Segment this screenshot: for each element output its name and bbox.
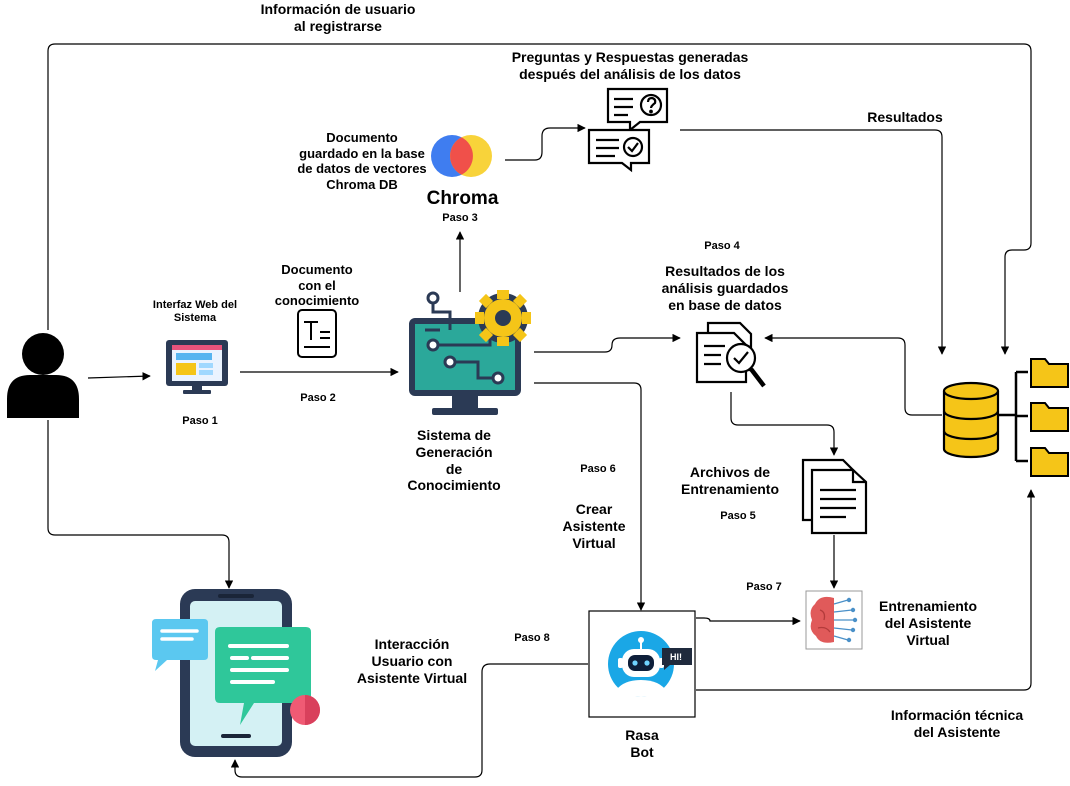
connector-rasa-to-brain xyxy=(696,616,801,626)
connector-rasa-to-phone xyxy=(230,663,588,778)
training-files-icon xyxy=(801,458,868,535)
label-user-interaction: Interacción Usuario con Asistente Virtua… xyxy=(356,636,468,686)
connector-db-to-analysis xyxy=(764,333,942,416)
label-step-5: Paso 5 xyxy=(720,510,756,522)
label-knowledge-system: Sistema de Generación de Conocimiento xyxy=(407,427,501,494)
label-step-8: Paso 8 xyxy=(514,632,550,644)
document-icon xyxy=(297,309,337,358)
label-create-assistant: Crear Asistente Virtual xyxy=(562,501,626,551)
hi-badge: HI! xyxy=(670,652,682,662)
label-qa-generated: Preguntas y Respuestas generadas después… xyxy=(511,49,749,82)
connector-analysis-to-training-files xyxy=(730,392,839,456)
knowledge-system-icon xyxy=(409,290,531,415)
database-icon xyxy=(942,381,1000,459)
mobile-chat-icon xyxy=(152,589,320,757)
connector-system-to-rasa xyxy=(534,382,646,611)
label-results: Resultados xyxy=(867,109,943,125)
label-technical-info: Información técnica del Asistente xyxy=(890,707,1024,740)
label-assistant-training: Entrenamiento del Asistente Virtual xyxy=(878,598,977,648)
label-training-files: Archivos de Entrenamiento xyxy=(680,464,779,497)
label-step-3: Paso 3 xyxy=(442,212,478,224)
label-step-4: Paso 4 xyxy=(704,240,740,252)
qa-chat-icon xyxy=(587,87,669,173)
connector-system-to-analysis xyxy=(534,333,681,353)
web-interface-icon xyxy=(166,340,228,394)
label-knowledge-document: Documento con el conocimiento xyxy=(274,262,360,309)
connector-user-to-db-registration xyxy=(47,43,1032,355)
label-web-interface: Interfaz Web del Sistema xyxy=(152,299,238,325)
label-step-2: Paso 2 xyxy=(300,392,336,404)
label-user-registration: Información de usuario al registrarse xyxy=(260,1,416,34)
label-analysis-results-saved: Resultados de los análisis guardados en … xyxy=(661,263,789,313)
label-document-saved-chroma: Documento guardado en la base de datos d… xyxy=(297,130,427,192)
folder-tree-icon xyxy=(998,358,1069,477)
connector-qa-to-db xyxy=(680,129,947,355)
connector-chroma-to-qa xyxy=(505,123,586,161)
connector-user-to-web xyxy=(87,372,151,381)
ai-brain-icon xyxy=(805,590,863,650)
label-step-1: Paso 1 xyxy=(182,415,218,427)
label-step-6: Paso 6 xyxy=(580,463,616,475)
user-icon xyxy=(7,333,79,418)
label-step-7: Paso 7 xyxy=(746,581,782,593)
analysis-search-icon xyxy=(695,321,766,388)
gear-icon xyxy=(475,290,531,346)
connector-rasa-to-db xyxy=(696,489,1036,691)
rasa-bot-icon: HI! xyxy=(588,610,696,718)
label-rasa-bot: Rasa Bot xyxy=(625,727,659,760)
chroma-label: Chroma xyxy=(426,188,499,209)
chroma-logo-icon xyxy=(431,135,492,177)
connector-user-to-phone xyxy=(47,420,234,589)
